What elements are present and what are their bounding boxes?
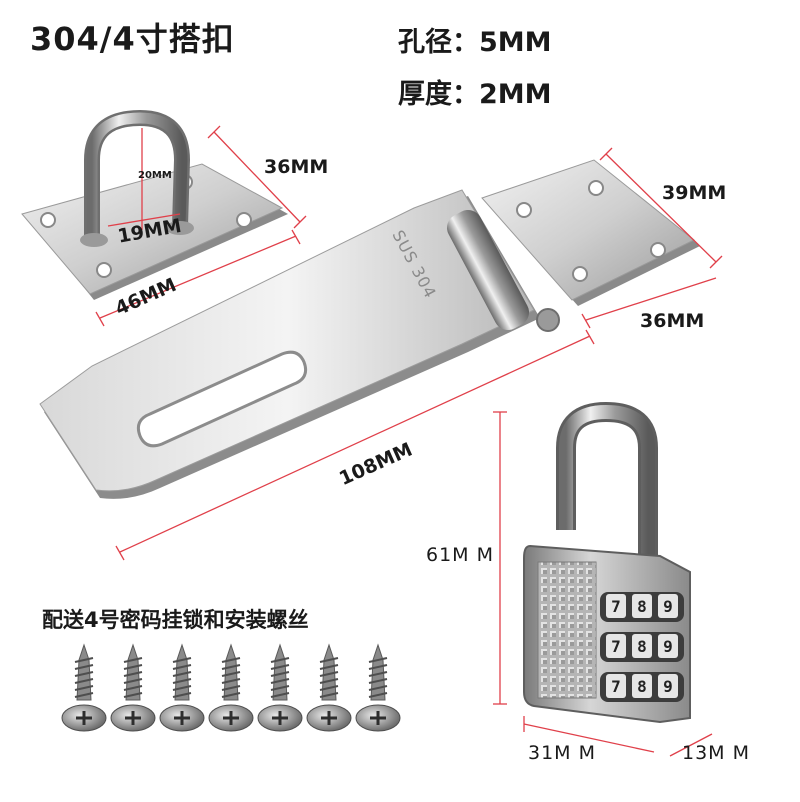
spec-hole-diameter: 孔径：5MM: [398, 27, 552, 58]
dim-hinge-plate-width: 36MM: [640, 310, 705, 332]
wheel-digit-bg: [658, 594, 678, 618]
wheel-digit-bg: [606, 634, 626, 658]
eye-plate: [21, 109, 288, 300]
wheel-digit: 7: [611, 597, 621, 616]
screw: [208, 643, 254, 732]
dim-lock-depth: 13M M: [682, 742, 751, 764]
dim-eye-plate-height: 36MM: [264, 156, 329, 178]
hinge-plate-hole: [572, 266, 588, 282]
screw: [110, 643, 156, 732]
screw: [61, 643, 107, 732]
product-title: 304/4寸搭扣: [30, 20, 235, 58]
spec-thickness: 厚度：2MM: [398, 79, 552, 110]
wheel-digit: 9: [663, 677, 673, 696]
dim-lock-height: 61M M: [426, 544, 495, 566]
wheel-digit-bg: [632, 634, 652, 658]
eye-plate-hole: [236, 212, 252, 228]
eye-plate-hole: [40, 212, 56, 228]
wheel-digit-bg: [632, 594, 652, 618]
screw: [306, 643, 352, 732]
wheel-digit: 8: [637, 597, 647, 616]
dimension-lines: [95, 125, 723, 757]
wheel-digit-bg: [658, 634, 678, 658]
wheel-digit-bg: [606, 674, 626, 698]
dim-lock-width: 31M M: [528, 742, 597, 764]
hasp-strap: SUS 304: [39, 189, 560, 499]
hinge-plate-hole: [516, 202, 532, 218]
eye-plate-hole: [96, 262, 112, 278]
wheel-digit: 7: [611, 677, 621, 696]
wheel-digit: 8: [637, 637, 647, 656]
hinge-plate-hole: [588, 180, 604, 196]
accessory-note: 配送4号密码挂锁和安装螺丝: [42, 608, 309, 632]
screw: [159, 643, 205, 732]
screw: [257, 643, 303, 732]
screw: [355, 643, 401, 732]
wheel-digit: 9: [663, 597, 673, 616]
wheel-digit: 9: [663, 637, 673, 656]
wheel-digit-bg: [632, 674, 652, 698]
dim-hinge-plate-height: 39MM: [662, 182, 727, 204]
hinge-plate-hole: [650, 242, 666, 258]
dim-eye-loop-height: 20MM: [138, 170, 172, 181]
wheel-digit-bg: [658, 674, 678, 698]
screws-row: [61, 643, 401, 732]
wheel-digit: 7: [611, 637, 621, 656]
wheel-digit: 8: [637, 677, 647, 696]
wheel-digit-bg: [606, 594, 626, 618]
